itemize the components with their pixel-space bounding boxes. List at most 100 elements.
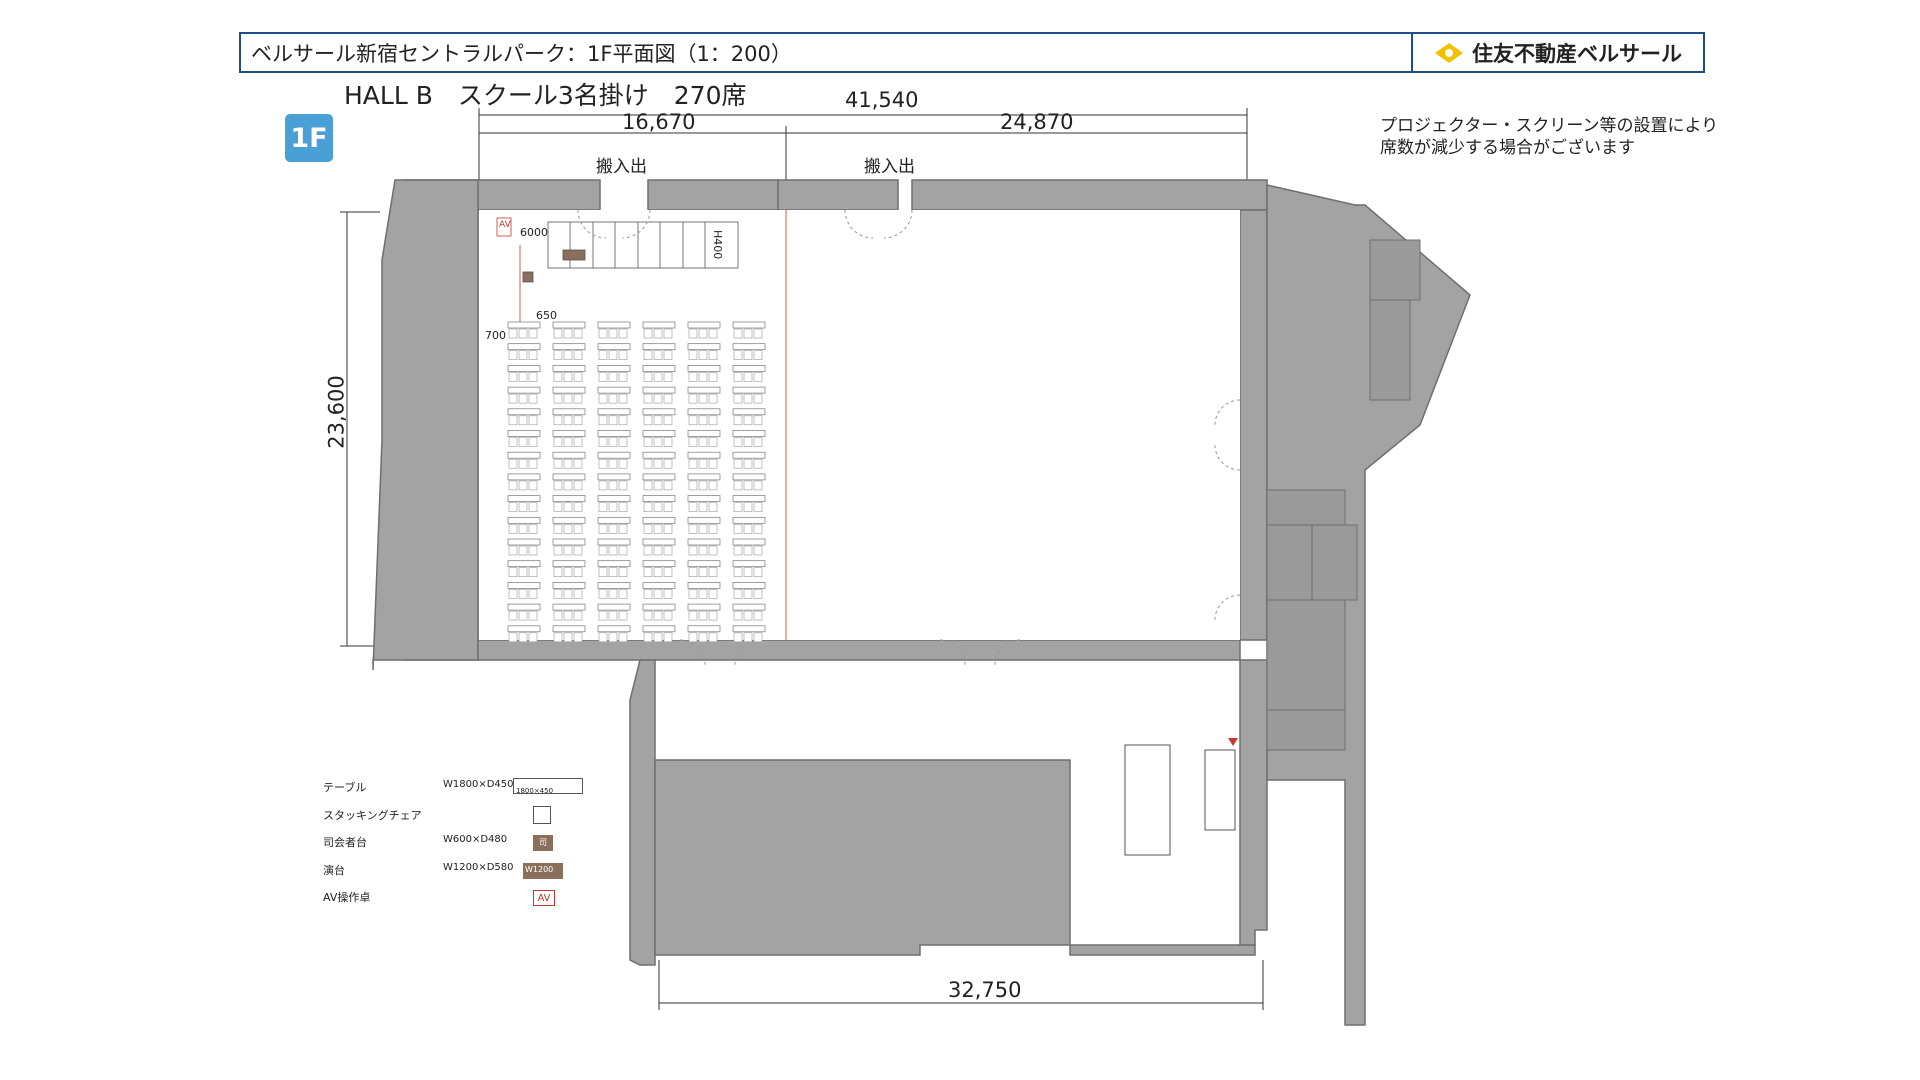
- seat-chair: [743, 415, 753, 426]
- seat-chair: [573, 350, 583, 361]
- seat-chair: [608, 415, 618, 426]
- seat-chair: [518, 328, 528, 339]
- seat-chair: [753, 523, 763, 534]
- seat-chair: [553, 523, 563, 534]
- seat-chair: [653, 415, 663, 426]
- seat-chair: [708, 632, 718, 643]
- seat-chair: [608, 393, 618, 404]
- seat-chair: [563, 328, 573, 339]
- seat-chair: [598, 502, 608, 512]
- seat-chair: [643, 328, 653, 339]
- seat-table: [507, 321, 541, 329]
- chair-swatch: [533, 805, 551, 824]
- seat-table: [507, 516, 541, 524]
- seat-chair: [598, 415, 608, 426]
- row-pitch-label: 700: [485, 329, 506, 342]
- legend-row-podium: 司会者台 W600×D480 司: [323, 830, 603, 858]
- seat-chair: [753, 393, 763, 404]
- page-header: ベルサール新宿セントラルパーク：1F平面図（1：200） 住友不動産ベルサール: [239, 32, 1705, 73]
- seat-chair: [553, 372, 563, 382]
- seat-chair: [598, 567, 608, 578]
- seat-table: [687, 495, 721, 502]
- seat-chair: [608, 567, 618, 578]
- seat-chair: [698, 523, 708, 534]
- seat-chair: [643, 523, 653, 534]
- seat-chair: [733, 610, 743, 621]
- seat-chair: [753, 502, 763, 512]
- seat-table: [642, 365, 676, 372]
- stairs: [1124, 738, 1238, 856]
- seat-table: [687, 582, 721, 589]
- seat-chair: [663, 458, 673, 469]
- seat-chair: [698, 589, 708, 599]
- aisle-label: 650: [536, 309, 557, 322]
- seat-chair: [608, 328, 618, 339]
- seat-chair: [518, 523, 528, 534]
- seat-chair: [608, 545, 618, 556]
- seat-table: [687, 343, 721, 351]
- seat-table: [732, 343, 766, 351]
- seat-chair: [563, 523, 573, 534]
- seat-chair: [598, 610, 608, 621]
- seat-chair: [653, 632, 663, 643]
- seat-chair: [618, 610, 628, 621]
- seat-table: [732, 386, 766, 394]
- seat-chair: [708, 545, 718, 556]
- seat-table: [552, 516, 586, 524]
- seat-table: [732, 582, 766, 589]
- seat-chair: [518, 372, 528, 382]
- seat-table: [597, 343, 631, 351]
- seat-table: [732, 625, 766, 633]
- seat-chair: [598, 589, 608, 599]
- seat-chair: [618, 415, 628, 426]
- seat-chair: [653, 567, 663, 578]
- seat-table: [507, 386, 541, 394]
- seat-table: [507, 408, 541, 416]
- seat-chair: [553, 415, 563, 426]
- seat-chair: [608, 350, 618, 361]
- seat-chair: [618, 545, 628, 556]
- seat-chair: [743, 567, 753, 578]
- seat-chair: [698, 393, 708, 404]
- seat-chair: [563, 350, 573, 361]
- brand-name: 住友不動産ベルサール: [1472, 41, 1682, 66]
- seat-chair: [618, 567, 628, 578]
- seat-table: [597, 473, 631, 481]
- seat-chair: [698, 372, 708, 382]
- seat-chair: [643, 589, 653, 599]
- seat-table: [552, 430, 586, 437]
- seat-chair: [753, 567, 763, 578]
- seat-chair: [743, 632, 753, 643]
- seat-table: [732, 495, 766, 502]
- seat-table: [642, 560, 676, 568]
- seat-chair: [508, 328, 518, 339]
- seat-table: [507, 625, 541, 633]
- seat-chair: [733, 458, 743, 469]
- seat-table: [552, 538, 586, 546]
- seat-chair: [528, 502, 538, 512]
- seat-table: [732, 408, 766, 416]
- seat-chair: [573, 328, 583, 339]
- seat-chair: [573, 589, 583, 599]
- seat-chair: [518, 415, 528, 426]
- av-stage-label: AV: [499, 220, 511, 230]
- seat-chair: [528, 415, 538, 426]
- seat-chair: [643, 502, 653, 512]
- seat-chair: [663, 437, 673, 447]
- seat-chair: [608, 437, 618, 447]
- seat-chair: [653, 610, 663, 621]
- seat-chair: [608, 632, 618, 643]
- seat-chair: [508, 393, 518, 404]
- seat-table: [597, 430, 631, 437]
- seat-chair: [688, 372, 698, 382]
- seat-chair: [518, 610, 528, 621]
- seat-table: [732, 473, 766, 481]
- seat-chair: [733, 545, 743, 556]
- seat-chair: [553, 589, 563, 599]
- seat-chair: [698, 328, 708, 339]
- seat-chair: [643, 545, 653, 556]
- stage: [496, 217, 739, 325]
- seat-chair: [608, 610, 618, 621]
- seat-chair: [688, 480, 698, 491]
